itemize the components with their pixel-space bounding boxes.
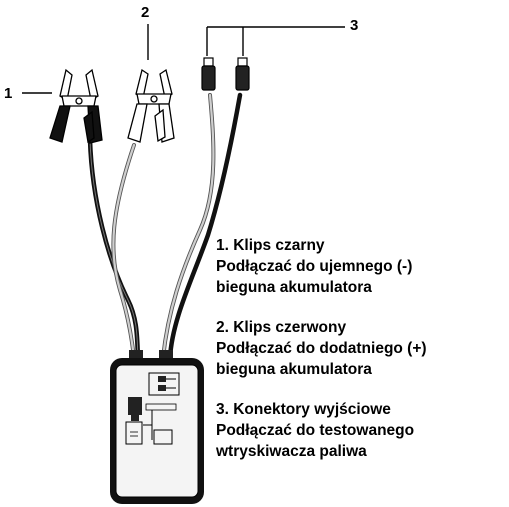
callout-number-2: 2 [141,4,150,21]
legend-item-red-clip: 2. Klips czerwony Podłączać do dodatnieg… [216,317,506,380]
red-alligator-clip-icon [127,68,175,143]
legend-item-line: bieguna akumulatora [216,361,372,378]
legend-item-line: wtryskiwacza paliwa [216,443,367,460]
callout-number-3: 3 [350,17,359,34]
legend: 1. Klips czarny Podłączać do ujemnego (-… [216,235,506,481]
callout-3-leader [206,26,345,56]
tester-box-icon [110,350,204,504]
legend-item-output-connectors: 3. Konektory wyjściowe Podłączać do test… [216,399,506,462]
injector-connector-pins-icon [201,57,250,91]
legend-item-black-clip: 1. Klips czarny Podłączać do ujemnego (-… [216,235,506,298]
black-alligator-clip-icon [49,68,103,144]
legend-item-title: 1. Klips czarny [216,237,325,254]
legend-item-line: bieguna akumulatora [216,279,372,296]
legend-item-title: 2. Klips czerwony [216,319,347,336]
legend-item-line: Podłączać do dodatniego (+) [216,340,427,357]
cables [87,92,243,361]
legend-item-line: Podłączać do testowanego [216,422,415,439]
legend-item-line: Podłączać do ujemnego (-) [216,258,413,275]
legend-item-title: 3. Konektory wyjściowe [216,401,391,418]
callout-number-1: 1 [4,85,13,102]
